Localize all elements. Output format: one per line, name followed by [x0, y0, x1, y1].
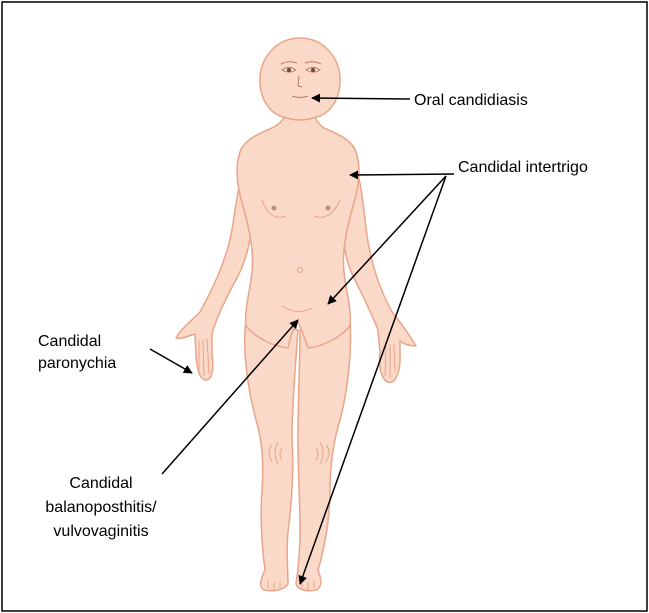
- label-oral-candidiasis: Oral candidiasis: [414, 92, 528, 109]
- label-balano-line2: balanoposthitis/: [45, 499, 157, 516]
- arrow-intertrigo-axilla: [350, 174, 454, 175]
- arrow-oral: [312, 98, 410, 99]
- label-paronychia-line1: Candidal: [38, 333, 101, 350]
- label-paronychia-line2: paronychia: [38, 355, 116, 372]
- label-balano-line1: Candidal: [69, 475, 132, 492]
- label-balano-line3: vulvovaginitis: [53, 523, 148, 540]
- head: [260, 38, 340, 120]
- label-candidal-intertrigo: Candidal intertrigo: [458, 159, 588, 176]
